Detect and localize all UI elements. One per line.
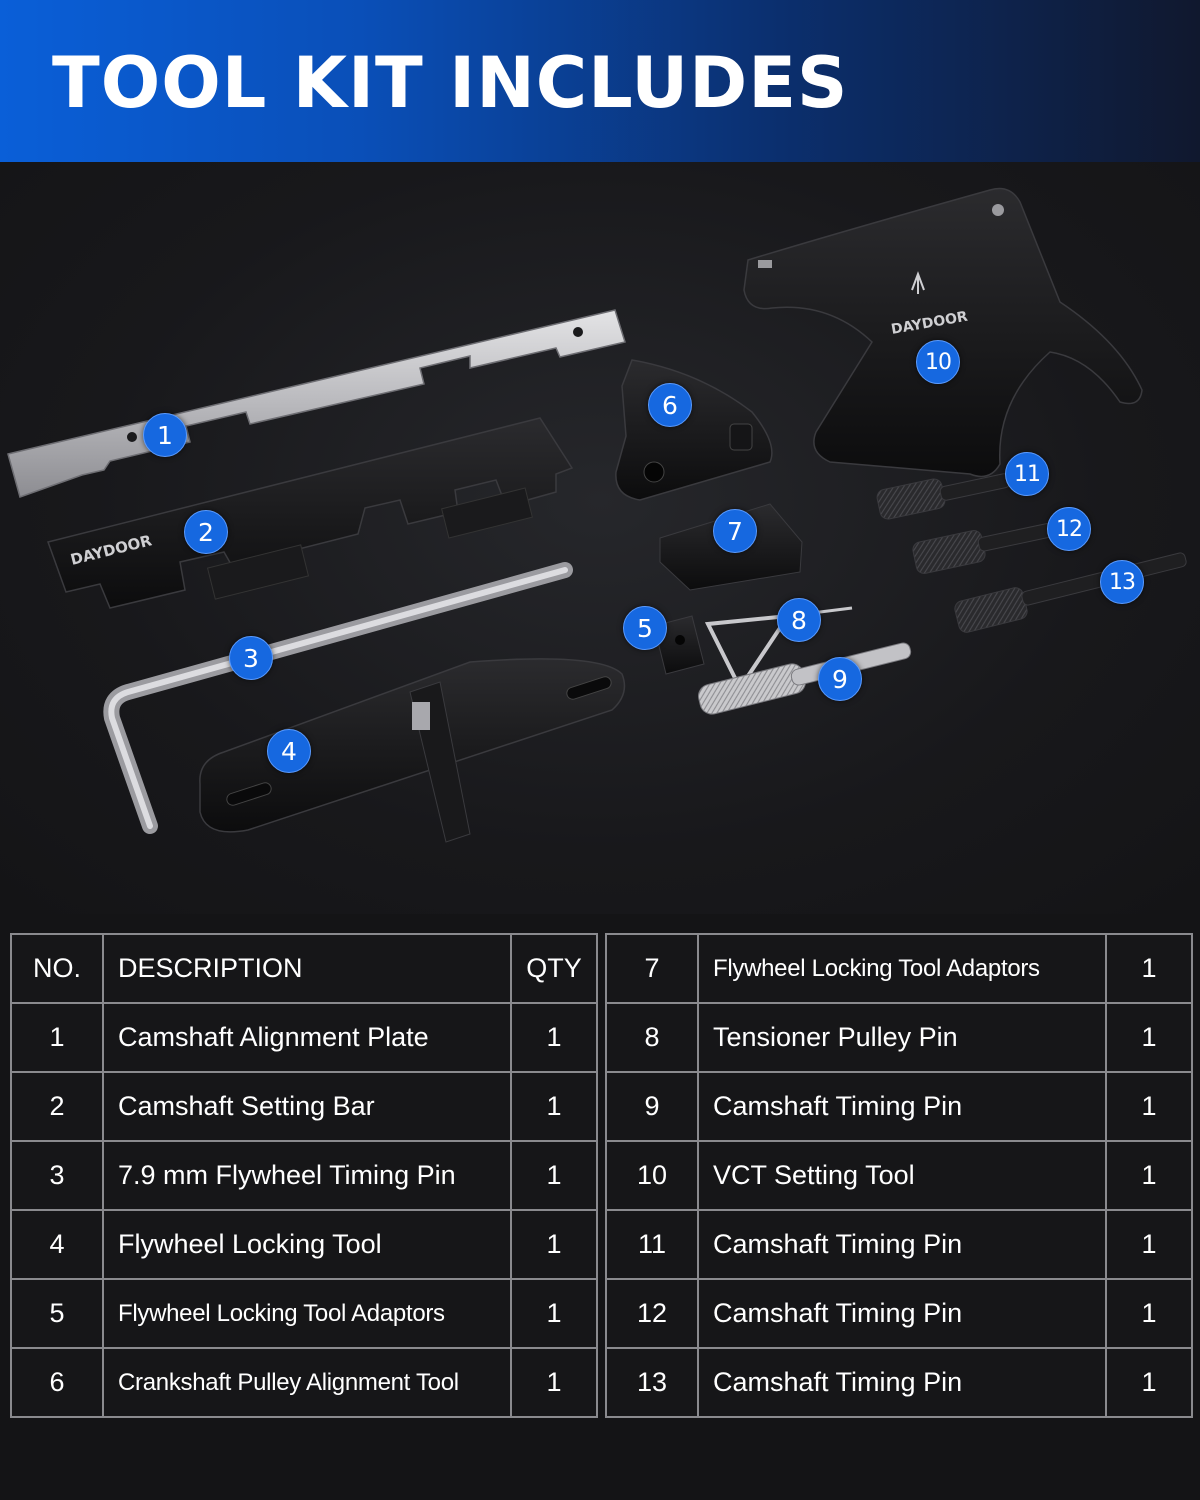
crankshaft-pulley-alignment-tool-image <box>615 359 773 501</box>
row-no: 13 <box>605 1347 699 1418</box>
row-description: Camshaft Timing Pin <box>697 1347 1107 1418</box>
row-no: 6 <box>10 1347 104 1418</box>
callout-8: 8 <box>777 598 821 642</box>
row-qty: 1 <box>1105 1347 1193 1418</box>
header-no: NO. <box>10 933 104 1004</box>
vct-setting-tool-image: DAYDOOR <box>743 187 1143 478</box>
table-row: 8 Tensioner Pulley Pin 1 <box>605 1002 1193 1073</box>
callout-1: 1 <box>143 413 187 457</box>
product-photo: DAYDOOR <box>0 162 1200 914</box>
flywheel-timing-pin-image <box>103 562 573 834</box>
row-description: Camshaft Timing Pin <box>697 1209 1107 1280</box>
table-row: 10 VCT Setting Tool 1 <box>605 1140 1193 1211</box>
table-row: 6 Crankshaft Pulley Alignment Tool 1 <box>10 1347 598 1418</box>
row-no: 11 <box>605 1209 699 1280</box>
callout-7: 7 <box>713 509 757 553</box>
callout-10: 10 <box>916 340 960 384</box>
row-no: 5 <box>10 1278 104 1349</box>
callout-9: 9 <box>818 657 862 701</box>
row-description: Camshaft Timing Pin <box>697 1071 1107 1142</box>
header-description: DESCRIPTION <box>102 933 512 1004</box>
table-row: 2 Camshaft Setting Bar 1 <box>10 1071 598 1142</box>
callout-13: 13 <box>1100 560 1144 604</box>
row-description: Tensioner Pulley Pin <box>697 1002 1107 1073</box>
table-row: 9 Camshaft Timing Pin 1 <box>605 1071 1193 1142</box>
callout-4: 4 <box>267 729 311 773</box>
row-qty: 1 <box>1105 1002 1193 1073</box>
callout-3: 3 <box>229 636 273 680</box>
row-qty: 1 <box>1105 1140 1193 1211</box>
row-no: 4 <box>10 1209 104 1280</box>
camshaft-alignment-plate-image <box>7 309 626 498</box>
row-description: Camshaft Timing Pin <box>697 1278 1107 1349</box>
callout-5: 5 <box>623 606 667 650</box>
camshaft-timing-pin-13-image <box>954 552 1187 633</box>
row-description: Camshaft Setting Bar <box>102 1071 512 1142</box>
row-no: 1 <box>10 1002 104 1073</box>
table-row: 3 7.9 mm Flywheel Timing Pin 1 <box>10 1140 598 1211</box>
camshaft-timing-pin-11-image <box>876 473 1011 520</box>
row-description: Flywheel Locking Tool Adaptors <box>697 933 1107 1004</box>
table-row: 12 Camshaft Timing Pin 1 <box>605 1278 1193 1349</box>
camshaft-timing-pin-12-image <box>912 522 1057 574</box>
row-qty: 1 <box>510 1209 598 1280</box>
row-no: 10 <box>605 1140 699 1211</box>
table-row: 1 Camshaft Alignment Plate 1 <box>10 1002 598 1073</box>
header-banner: TOOL KIT INCLUDES <box>0 0 1200 162</box>
row-qty: 1 <box>510 1140 598 1211</box>
parts-table-left: NO. DESCRIPTION QTY 1 Camshaft Alignment… <box>10 933 598 1418</box>
header-qty: QTY <box>510 933 598 1004</box>
row-description: VCT Setting Tool <box>697 1140 1107 1211</box>
row-description: 7.9 mm Flywheel Timing Pin <box>102 1140 512 1211</box>
row-description: Flywheel Locking Tool Adaptors <box>102 1278 512 1349</box>
callout-6: 6 <box>648 383 692 427</box>
row-qty: 1 <box>510 1071 598 1142</box>
camshaft-setting-bar-image: DAYDOOR <box>47 417 574 609</box>
row-qty: 1 <box>1105 1071 1193 1142</box>
camshaft-timing-pin-silver-image <box>698 642 912 715</box>
row-no: 3 <box>10 1140 104 1211</box>
row-description: Crankshaft Pulley Alignment Tool <box>102 1347 512 1418</box>
callout-11: 11 <box>1005 452 1049 496</box>
callout-2: 2 <box>184 510 228 554</box>
row-qty: 1 <box>1105 933 1193 1004</box>
row-no: 2 <box>10 1071 104 1142</box>
table-header-row: NO. DESCRIPTION QTY <box>10 933 598 1004</box>
tool-kit-illustration: DAYDOOR <box>7 187 1187 843</box>
row-no: 12 <box>605 1278 699 1349</box>
row-description: Camshaft Alignment Plate <box>102 1002 512 1073</box>
callout-12: 12 <box>1047 507 1091 551</box>
table-row: 5 Flywheel Locking Tool Adaptors 1 <box>10 1278 598 1349</box>
table-row: 4 Flywheel Locking Tool 1 <box>10 1209 598 1280</box>
row-no: 7 <box>605 933 699 1004</box>
row-qty: 1 <box>1105 1278 1193 1349</box>
row-qty: 1 <box>1105 1209 1193 1280</box>
flywheel-locking-tool-image <box>199 658 626 843</box>
parts-table-right: 7 Flywheel Locking Tool Adaptors 1 8 Ten… <box>605 933 1193 1418</box>
row-qty: 1 <box>510 1278 598 1349</box>
row-no: 9 <box>605 1071 699 1142</box>
row-description: Flywheel Locking Tool <box>102 1209 512 1280</box>
page-title: TOOL KIT INCLUDES <box>52 42 849 124</box>
row-qty: 1 <box>510 1347 598 1418</box>
table-row: 7 Flywheel Locking Tool Adaptors 1 <box>605 933 1193 1004</box>
row-qty: 1 <box>510 1002 598 1073</box>
table-row: 13 Camshaft Timing Pin 1 <box>605 1347 1193 1418</box>
table-row: 11 Camshaft Timing Pin 1 <box>605 1209 1193 1280</box>
row-no: 8 <box>605 1002 699 1073</box>
